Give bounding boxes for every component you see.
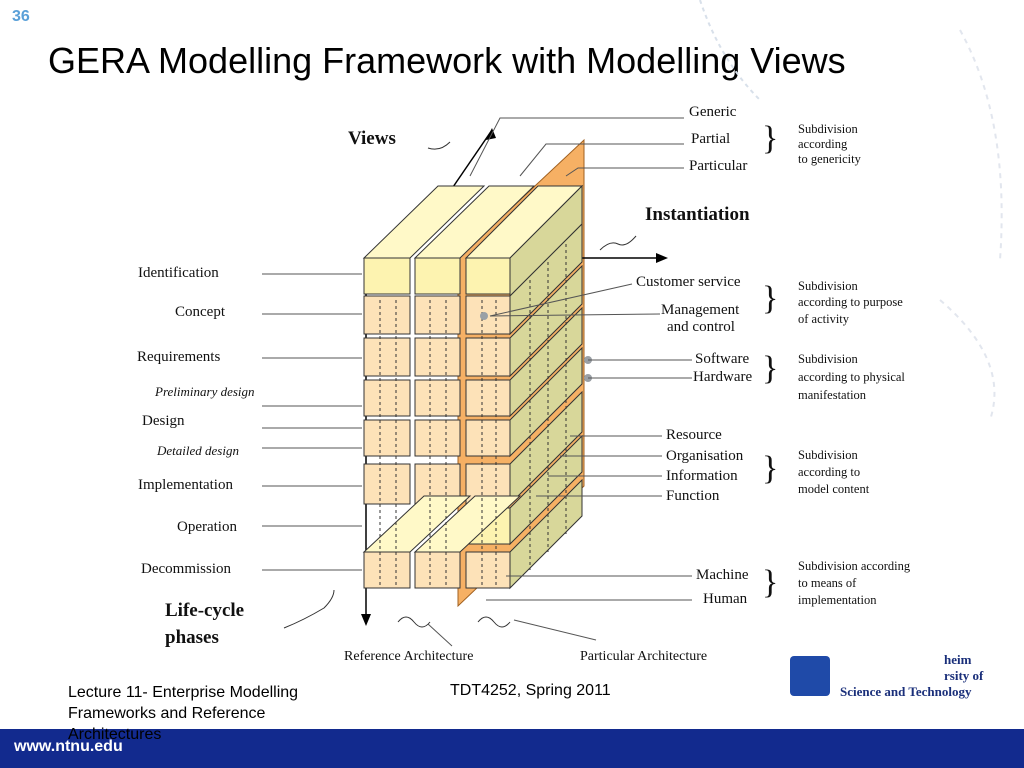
label-organisation: Organisation: [666, 448, 744, 464]
brace-model-content: }: [762, 450, 779, 487]
label-reference-architecture: Reference Architecture: [344, 649, 474, 664]
label-particular-architecture: Particular Architecture: [580, 649, 708, 664]
label-management: Management: [661, 302, 740, 318]
slide-number: 36: [12, 8, 30, 25]
brace-means: }: [762, 564, 779, 601]
footer-lecture-line2: Frameworks and Reference: [68, 705, 266, 722]
footer-course: TDT4252, Spring 2011: [450, 682, 611, 699]
brace-physical: }: [762, 350, 779, 387]
label-and-control: and control: [667, 319, 735, 335]
brace-genericity: }: [762, 120, 779, 157]
label-function: Function: [666, 488, 720, 504]
footer-lecture: Lecture 11- Enterprise Modelling Framewo…: [68, 682, 368, 745]
label-hardware: Hardware: [693, 369, 753, 385]
note-means-3: implementation: [798, 593, 877, 607]
phase-implementation: Implementation: [138, 477, 233, 493]
lifecycle-label-line1: Life-cycle: [165, 600, 245, 621]
note-physical-3: manifestation: [798, 388, 867, 402]
slide-title: GERA Modelling Framework with Modelling …: [48, 40, 846, 81]
ntnu-logo: [790, 656, 830, 696]
note-means-1: Subdivision according: [798, 559, 911, 573]
label-software: Software: [695, 351, 750, 367]
phase-requirements: Requirements: [137, 349, 221, 365]
phase-decommission: Decommission: [141, 561, 231, 577]
note-content-2: according to: [798, 465, 861, 479]
phase-design: Design: [142, 413, 185, 429]
phase-detailed-design: Detailed design: [157, 443, 239, 458]
phase-identification: Identification: [138, 265, 219, 281]
label-resource: Resource: [666, 427, 722, 443]
phase-preliminary-design: Preliminary design: [155, 384, 255, 399]
footer-lecture-line1: Lecture 11- Enterprise Modelling: [68, 684, 299, 701]
footer-lecture-line3: Architectures: [68, 726, 162, 743]
institution-name-2: rsity of: [944, 668, 984, 683]
lifecycle-label-line2: phases: [165, 627, 219, 648]
note-means-2: to means of: [798, 576, 857, 590]
note-content-3: model content: [798, 482, 870, 496]
institution-name-3: Science and Technology: [840, 684, 972, 699]
label-human: Human: [703, 591, 748, 607]
phase-concept: Concept: [175, 304, 225, 320]
note-genericity-1: Subdivision: [798, 122, 858, 136]
note-genericity-3: to genericity: [798, 152, 861, 166]
bottom-bar: [0, 729, 1024, 768]
label-machine: Machine: [696, 567, 749, 583]
institution-name-1: heim: [944, 652, 972, 667]
note-purpose-3: of activity: [798, 312, 850, 326]
note-purpose-2: according to purpose: [798, 295, 903, 309]
views-label: Views: [348, 128, 396, 149]
brace-purpose: }: [762, 280, 779, 317]
label-partial: Partial: [691, 131, 731, 147]
note-physical-2: according to physical: [798, 370, 905, 384]
note-purpose-1: Subdivision: [798, 279, 858, 293]
instantiation-label: Instantiation: [645, 204, 750, 225]
label-customer-service: Customer service: [636, 274, 741, 290]
label-generic: Generic: [689, 104, 737, 120]
phase-operation: Operation: [177, 519, 237, 535]
footer-url[interactable]: www.ntnu.edu: [14, 738, 123, 755]
note-genericity-2: according: [798, 137, 848, 151]
note-content-1: Subdivision: [798, 448, 858, 462]
label-particular: Particular: [689, 158, 748, 174]
note-physical-1: Subdivision: [798, 352, 858, 366]
label-information: Information: [666, 468, 738, 484]
